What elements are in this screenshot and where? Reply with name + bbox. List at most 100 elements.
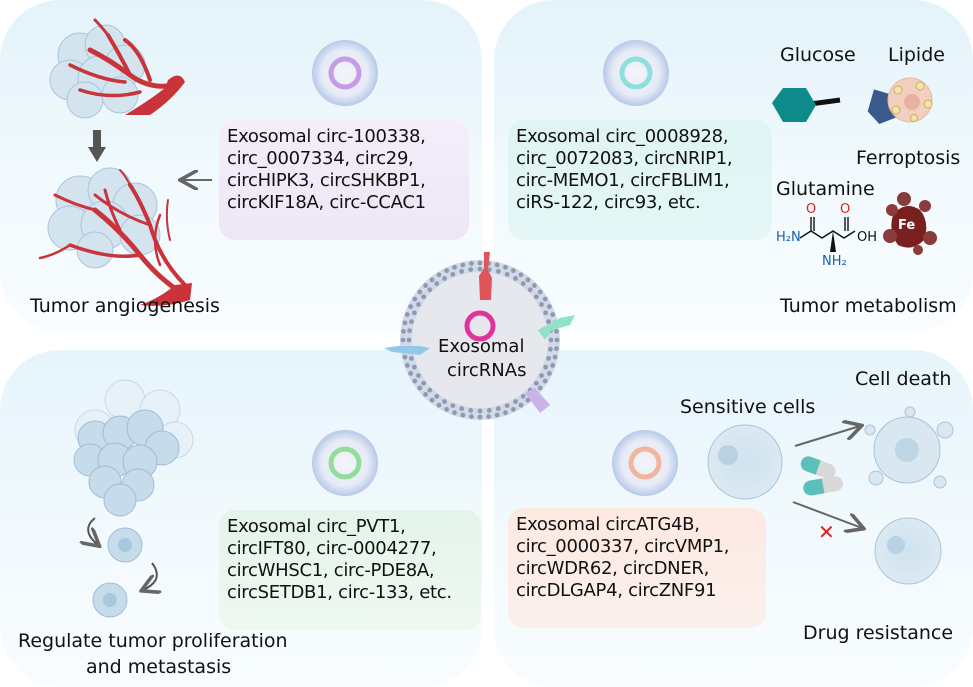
membrane-lipid-dot xyxy=(459,269,465,274)
membrane-lipid-dot xyxy=(533,380,539,386)
metabolism-circrna-list: Exosomal circ_0008928, circ_0072083, cir… xyxy=(508,120,772,240)
membrane-lipid-dot xyxy=(513,276,518,281)
membrane-lipid-dot xyxy=(504,403,510,408)
membrane-lipid-dot xyxy=(520,281,526,287)
membrane-lipid-dot xyxy=(434,393,440,399)
membrane-lipid-dot xyxy=(477,260,483,266)
membrane-lipid-dot xyxy=(417,289,423,295)
membrane-lipid-dot xyxy=(532,283,537,288)
chem-o2: O xyxy=(840,202,851,217)
membrane-lipid-dot xyxy=(542,296,548,302)
membrane-lipid-dot xyxy=(408,304,414,309)
arrow-to-death-icon xyxy=(794,426,860,447)
ferroptosis-cell-icon xyxy=(883,192,937,255)
membrane-lipid-dot xyxy=(547,346,553,352)
membrane-lipid-dot xyxy=(537,385,543,391)
membrane-lipid-dot xyxy=(460,412,466,418)
receptor-green-icon xyxy=(538,315,575,340)
membrane-lipid-dot xyxy=(513,399,518,404)
sensitive-cell-icon xyxy=(707,424,783,500)
center-title-1: Exosomal xyxy=(438,336,525,357)
membrane-lipid-dot xyxy=(511,268,516,274)
membrane-lipid-dot xyxy=(554,346,559,352)
central-exosome xyxy=(384,252,575,420)
glucose-icon xyxy=(772,88,899,124)
proliferation-circrna-list: Exosomal circ_PVT1, circIFT80, circ-0004… xyxy=(219,510,481,630)
membrane-lipid-dot xyxy=(400,337,406,343)
membrane-lipid-dot xyxy=(494,262,500,268)
migrating-cell-icon xyxy=(107,527,143,563)
membrane-lipid-dot xyxy=(404,312,410,317)
angiogenesis-circrna-list: Exosomal circ-100338, circ_0007334, circ… xyxy=(219,120,469,240)
down-arrow-icon xyxy=(88,130,106,162)
membrane-lipid-dot xyxy=(421,380,427,386)
tumor-cluster-icon xyxy=(73,379,194,517)
membrane-lipid-dot xyxy=(504,272,510,277)
drug-capsule-icon xyxy=(800,456,843,496)
membrane-lipid-dot xyxy=(477,414,483,420)
membrane-lipid-dot xyxy=(468,414,474,419)
membrane-lipid-dot xyxy=(520,393,526,399)
membrane-lipid-dot xyxy=(442,276,447,281)
drug-resistance-circrna-list: Exosomal circATG4B, circ_0000337, circVM… xyxy=(508,508,766,628)
membrane-lipid-dot xyxy=(427,287,433,293)
membrane-lipid-dot xyxy=(429,277,435,283)
membrane-lipid-dot xyxy=(412,310,417,316)
proliferation-title-2: and metastasis xyxy=(86,656,232,678)
membrane-lipid-dot xyxy=(409,355,414,361)
exosome-icon xyxy=(312,430,378,496)
membrane-lipid-dot xyxy=(554,328,559,334)
glutamine-label: Glutamine xyxy=(776,178,875,200)
chem-o1: O xyxy=(806,202,817,217)
membrane-lipid-dot xyxy=(421,294,427,300)
membrane-lipid-dot xyxy=(495,269,501,274)
exosome-icon xyxy=(312,40,378,106)
cell-death-label: Cell death xyxy=(855,368,952,390)
membrane-lipid-dot xyxy=(444,406,449,412)
fe-label: Fe xyxy=(898,218,916,233)
membrane-lipid-dot xyxy=(539,373,544,378)
membrane-lipid-dot xyxy=(546,304,552,309)
dying-cell-icon xyxy=(864,406,954,489)
membrane-lipid-dot xyxy=(511,406,516,412)
membrane-lipid-dot xyxy=(527,287,533,293)
resistant-cell-icon xyxy=(874,517,942,585)
center-title-2: circRNAs xyxy=(447,360,527,381)
membrane-lipid-dot xyxy=(533,294,539,300)
membrane-lipid-dot xyxy=(450,272,456,277)
tumor-before-icon xyxy=(49,18,185,119)
membrane-lipid-dot xyxy=(434,281,440,287)
membrane-lipid-dot xyxy=(412,296,418,302)
membrane-lipid-dot xyxy=(423,392,428,397)
membrane-lipid-dot xyxy=(460,262,466,268)
membrane-lipid-dot xyxy=(518,272,524,278)
lipid-cell-icon xyxy=(887,77,933,123)
membrane-lipid-dot xyxy=(401,328,406,334)
drug-resistance-title: Drug resistance xyxy=(803,622,954,644)
membrane-lipid-dot xyxy=(468,267,474,273)
membrane-lipid-dot xyxy=(554,337,560,343)
membrane-lipid-dot xyxy=(546,355,551,361)
membrane-lipid-dot xyxy=(423,283,428,288)
membrane-lipid-dot xyxy=(543,310,548,316)
membrane-lipid-dot xyxy=(409,319,414,325)
membrane-lipid-dot xyxy=(442,399,447,404)
membrane-lipid-dot xyxy=(539,302,544,307)
membrane-lipid-dot xyxy=(486,414,492,419)
membrane-lipid-dot xyxy=(452,264,457,270)
membrane-lipid-dot xyxy=(525,277,531,283)
ferroptosis-label: Ferroptosis xyxy=(856,147,961,169)
membrane-lipid-dot xyxy=(427,387,433,393)
membrane-lipid-dot xyxy=(468,261,474,266)
blocked-x-icon: ✕ xyxy=(818,520,835,544)
membrane-lipid-dot xyxy=(503,264,508,270)
membrane-lipid-dot xyxy=(552,354,558,360)
membrane-lipid-dot xyxy=(546,371,552,376)
membrane-lipid-dot xyxy=(548,337,554,343)
membrane-lipid-dot xyxy=(452,410,457,416)
metastatic-cell-icon xyxy=(92,582,128,618)
membrane-lipid-dot xyxy=(408,371,414,376)
membrane-lipid-dot xyxy=(543,364,548,370)
membrane-lipid-dot xyxy=(406,337,412,343)
